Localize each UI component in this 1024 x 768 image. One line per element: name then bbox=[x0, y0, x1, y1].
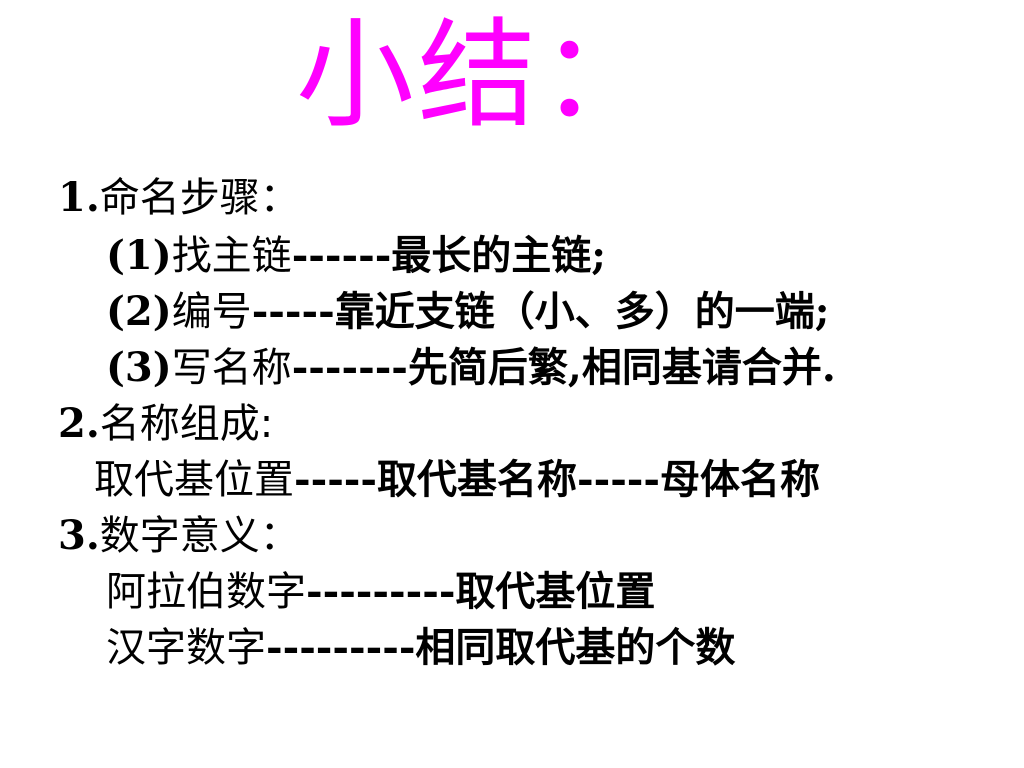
summary-item-1: 1.命名步骤： bbox=[58, 172, 300, 224]
item-text: 数字意义： bbox=[99, 513, 300, 559]
item-tail: ---------相同取代基的个数 bbox=[266, 624, 736, 671]
item-tail: -----靠近支链（小、多）的一端; bbox=[251, 288, 830, 335]
summary-subitem-3: (3)写名称-------先简后繁,相同基请合并. bbox=[106, 342, 836, 394]
summary-item-2-detail: 取代基位置-----取代基名称-----母体名称 bbox=[94, 454, 820, 506]
summary-item-3: 3.数字意义： bbox=[58, 510, 300, 562]
item-text: 命名步骤： bbox=[99, 175, 300, 221]
item-number: (2) bbox=[106, 288, 172, 335]
item-text: 取代基位置 bbox=[94, 457, 294, 503]
item-tail: ------最长的主链; bbox=[291, 232, 607, 279]
summary-subitem-1: (1)找主链------最长的主链; bbox=[106, 230, 606, 282]
summary-item-3-detail-1: 阿拉伯数字---------取代基位置 bbox=[106, 566, 655, 618]
summary-subitem-2: (2)编号-----靠近支链（小、多）的一端; bbox=[106, 286, 829, 338]
slide-title: 小结： bbox=[296, 6, 663, 144]
item-text: 编号 bbox=[171, 289, 252, 335]
item-tail: -------先简后繁,相同基请合并. bbox=[291, 344, 836, 391]
item-tail: -----取代基名称-----母体名称 bbox=[294, 456, 821, 503]
item-text: 名称组成: bbox=[99, 401, 274, 447]
item-text: 阿拉伯数字 bbox=[106, 569, 306, 615]
summary-item-2: 2.名称组成: bbox=[58, 398, 273, 450]
item-number: 3. bbox=[58, 512, 100, 559]
item-number: 2. bbox=[58, 400, 100, 447]
summary-item-3-detail-2: 汉字数字---------相同取代基的个数 bbox=[106, 622, 735, 674]
item-text: 找主链 bbox=[171, 233, 292, 279]
item-tail: ---------取代基位置 bbox=[306, 568, 656, 615]
item-number: 1. bbox=[58, 174, 100, 221]
item-text: 汉字数字 bbox=[106, 625, 266, 671]
item-number: (1) bbox=[106, 232, 172, 279]
item-number: (3) bbox=[106, 344, 172, 391]
item-text: 写名称 bbox=[171, 345, 292, 391]
